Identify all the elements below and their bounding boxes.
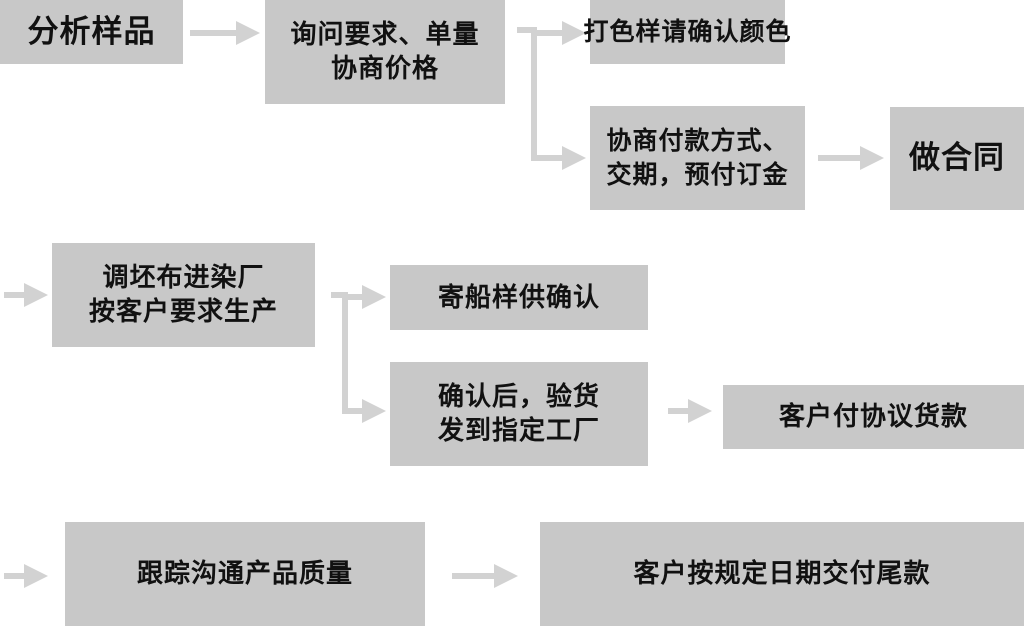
step-label-line-1: 确认后，验货 [437,382,600,412]
step-analyze-sample: 分析样品 [0,0,183,64]
step-label: 分析样品 [27,13,156,50]
step-inspect-ship: 确认后，验货 发到指定工厂 [390,362,648,466]
step-label: 客户按规定日期交付尾款 [633,559,931,589]
step-label-line-1: 询问要求、单量 [290,20,480,50]
step-label-line-2: 按客户要求生产 [88,297,278,327]
step-label-line-1: 调坯布进染厂 [102,263,265,293]
arrow-production-branch-sample [331,285,386,309]
step-label: 客户付协议货款 [778,402,968,432]
step-inquire-requirements: 询问要求、单量 协商价格 [265,0,505,104]
arrow-inquire-branch-payment [531,30,586,170]
step-payment-terms: 协商付款方式、 交期，预付订金 [590,106,805,210]
step-label: 做合同 [909,140,1005,176]
step-label: 寄船样供确认 [437,282,600,313]
arrow-inquire-branch-color [517,21,586,45]
step-quality-followup: 跟踪沟通产品质量 [65,522,425,626]
step-label-line-2: 交期，预付订金 [606,160,789,189]
step-make-contract: 做合同 [890,107,1024,210]
step-ship-sample: 寄船样供确认 [390,265,648,330]
step-production: 调坯布进染厂 按客户要求生产 [52,243,315,347]
step-client-payment: 客户付协议货款 [723,385,1024,449]
step-label: 打色样请确认颜色 [583,17,792,46]
step-label-line-2: 发到指定工厂 [437,416,600,446]
arrow-production-branch-inspect [342,295,386,423]
step-final-payment: 客户按规定日期交付尾款 [540,522,1024,626]
step-label-line-2: 协商价格 [330,54,439,84]
step-color-confirm: 打色样请确认颜色 [584,0,791,64]
step-label-line-1: 协商付款方式、 [606,126,789,155]
step-label: 跟踪沟通产品质量 [136,559,353,589]
